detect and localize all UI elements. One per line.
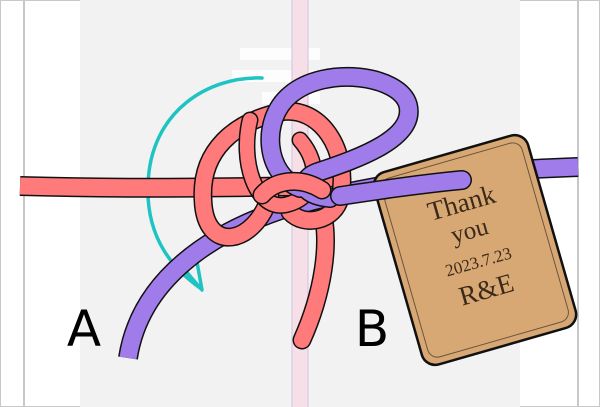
purple-ribbon-tag-thread [330,170,472,206]
purple-ribbon-loop [260,66,419,208]
end-label-a: A [67,300,101,358]
red-ribbon-overlap [252,171,332,205]
end-label-b: B [355,300,389,358]
